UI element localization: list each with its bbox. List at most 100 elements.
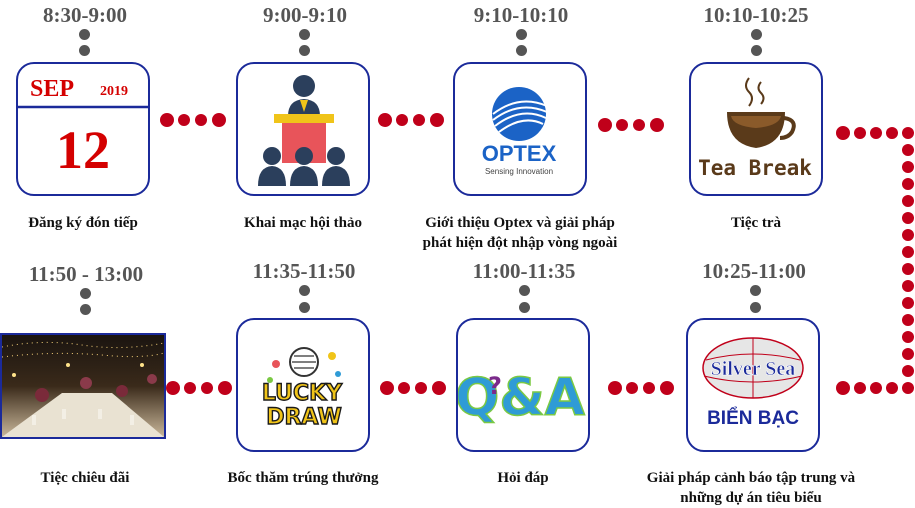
connector-dot	[378, 113, 392, 127]
time-dot	[299, 302, 310, 313]
time-label: 9:10-10:10	[473, 3, 569, 27]
connector-dot	[902, 144, 914, 156]
qa-text: Q&A	[458, 368, 585, 428]
connector-dot	[902, 348, 914, 360]
step-caption: Giới thiệu Optex và giải pháp phát hiện …	[390, 213, 650, 253]
connector-dot	[870, 382, 882, 394]
tea-break-text: Tea Break	[698, 156, 812, 180]
connector-dot	[398, 382, 410, 394]
silversea-name: Silver Sea	[711, 358, 796, 380]
time-dot	[79, 45, 90, 56]
step-caption: Giải pháp cảnh báo tập trung và những dự…	[621, 468, 881, 508]
step-box-lucky-draw: LUCKY DRAW	[236, 318, 370, 452]
step-caption: Tiệc trà	[730, 215, 782, 231]
connector-dot	[201, 382, 213, 394]
time-label: 11:50 - 13:00	[28, 262, 144, 286]
connector-dot	[902, 127, 914, 139]
step-box-registration: SEP 2019 12	[16, 62, 150, 196]
qa-icon: Q&A ?	[458, 367, 586, 429]
time-label: 10:10-10:25	[703, 3, 809, 27]
connector-dot	[836, 126, 850, 140]
step-box-qa: Q&A ?	[456, 318, 590, 452]
connector-dot	[178, 114, 190, 126]
connector-dot	[166, 381, 180, 395]
time-dot	[751, 45, 762, 56]
calendar-day: 12	[56, 120, 110, 180]
step-box-tea: Tea Break	[689, 62, 823, 196]
banquet-photo	[0, 333, 166, 439]
lucky-draw-icon: LUCKY DRAW	[261, 347, 344, 431]
connector-dot	[608, 381, 622, 395]
optex-logo: OPTEX Sensing Innovation	[482, 87, 557, 176]
connector-dot	[380, 381, 394, 395]
step-caption-line: Giải pháp cảnh báo tập trung và	[646, 470, 856, 486]
connector-dot	[184, 382, 196, 394]
connector-dot	[195, 114, 207, 126]
time-dot	[80, 288, 91, 299]
time-dot	[299, 285, 310, 296]
connector-dot	[902, 365, 914, 377]
connector-dot	[902, 280, 914, 292]
connector-dot	[902, 195, 914, 207]
connector-dot	[430, 113, 444, 127]
connector-dot	[902, 246, 914, 258]
connector-dot	[902, 178, 914, 190]
connector-dot	[396, 114, 408, 126]
connector-dot	[902, 263, 914, 275]
silversea-sub: BIỂN BẠC	[707, 407, 799, 429]
time-dot	[516, 29, 527, 40]
step-box-silversea: Silver Sea BIỂN BẠC	[686, 318, 820, 452]
optex-name: OPTEX	[482, 141, 557, 166]
time-dot	[80, 304, 91, 315]
step-caption: Hỏi đáp	[497, 470, 549, 486]
speaker-podium-icon	[258, 75, 350, 186]
optex-tagline: Sensing Innovation	[485, 167, 553, 176]
connector-dot	[415, 382, 427, 394]
connector-dot	[886, 127, 898, 139]
connector-dot	[660, 381, 674, 395]
connector-dot	[902, 161, 914, 173]
time-dot	[519, 302, 530, 313]
silver-sea-logo: Silver Sea BIỂN BẠC	[702, 337, 804, 429]
time-label: 11:00-11:35	[472, 259, 576, 283]
step-box-optex: OPTEX Sensing Innovation	[453, 62, 587, 196]
step-caption: Đăng ký đón tiếp	[28, 215, 138, 231]
step-caption: Tiệc chiêu đãi	[40, 470, 130, 486]
time-dot	[751, 29, 762, 40]
step-box-opening	[236, 62, 370, 196]
connector-dot	[836, 381, 850, 395]
lucky-line2: DRAW	[266, 405, 342, 430]
connector-dot	[633, 119, 645, 131]
connector-dot	[902, 212, 914, 224]
lucky-line1: LUCKY	[262, 381, 343, 406]
time-label: 10:25-11:00	[702, 259, 806, 283]
time-dot	[750, 285, 761, 296]
time-dot	[516, 45, 527, 56]
calendar-icon: SEP 2019 12	[18, 76, 148, 180]
connector-dot	[854, 382, 866, 394]
time-dot	[299, 29, 310, 40]
qa-question-mark: ?	[488, 372, 502, 400]
connector-dot	[616, 119, 628, 131]
connector-dot	[212, 113, 226, 127]
connector-dot	[650, 118, 664, 132]
connector-dot	[432, 381, 446, 395]
calendar-month: SEP	[30, 76, 74, 102]
connector-dot	[643, 382, 655, 394]
step-caption-line: phát hiện đột nhập vòng ngoài	[422, 235, 618, 251]
coffee-cup-icon: Tea Break	[698, 77, 812, 180]
step-caption: Bốc thăm trúng thưởng	[227, 470, 379, 486]
time-dot	[299, 45, 310, 56]
connector-dot	[870, 127, 882, 139]
time-dot	[79, 29, 90, 40]
time-dot	[519, 285, 530, 296]
step-caption-line: Giới thiệu Optex và giải pháp	[425, 215, 615, 231]
connector-dot	[626, 382, 638, 394]
connector-dot	[902, 297, 914, 309]
calendar-year: 2019	[100, 84, 128, 99]
connector-dot	[854, 127, 866, 139]
connector-dot	[902, 382, 914, 394]
connector-dot	[902, 331, 914, 343]
time-dot	[750, 302, 761, 313]
time-label: 11:35-11:50	[252, 259, 356, 283]
